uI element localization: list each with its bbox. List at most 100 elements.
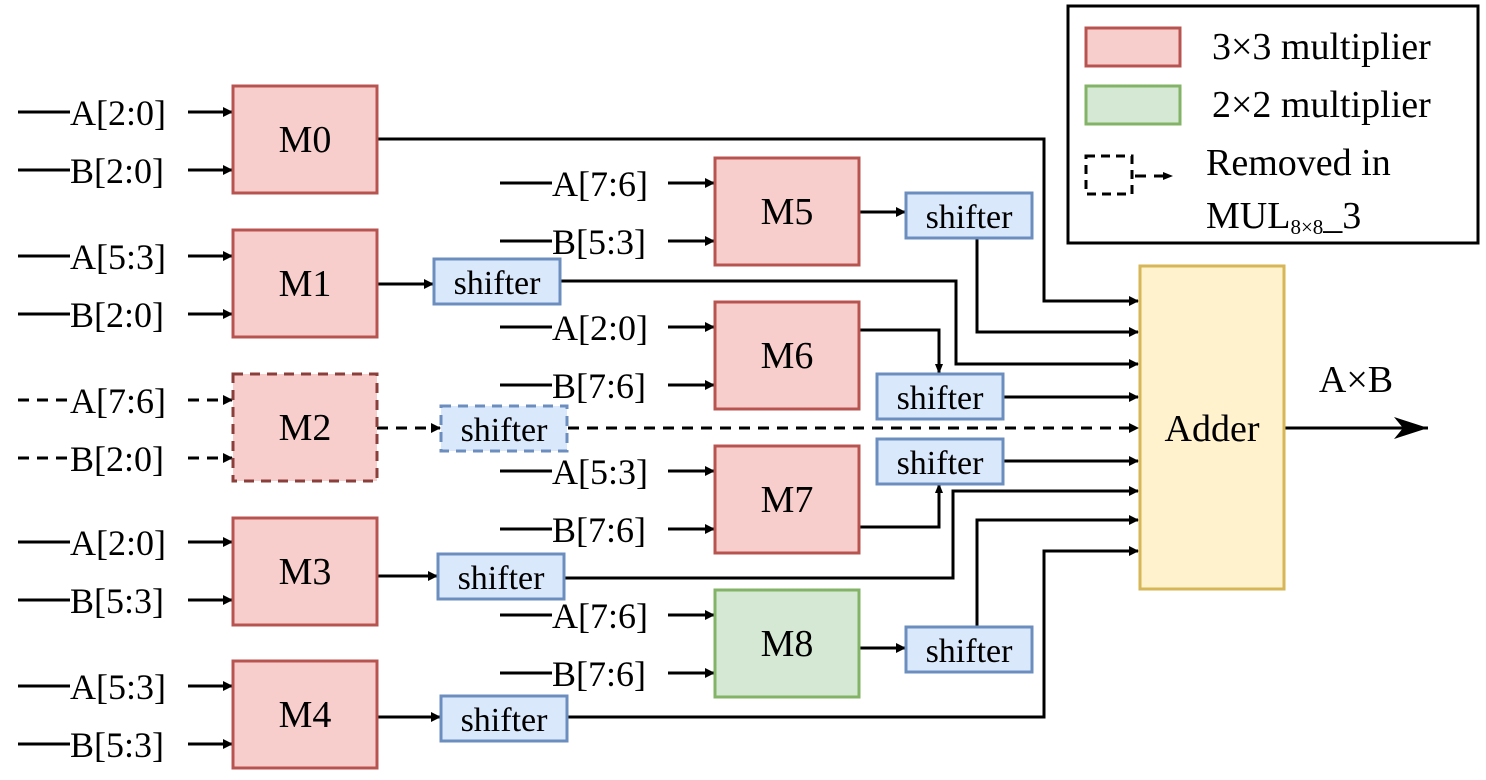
m3-input-b-label: B[5:3]	[70, 581, 164, 621]
legend-removed-subscript: 8×8	[1290, 215, 1323, 239]
legend-mul2-label: 2×2 multiplier	[1212, 84, 1431, 126]
shifter-m8: shifter	[904, 625, 1034, 674]
m1-input-b-label: B[2:0]	[70, 295, 164, 335]
m6-input-a-label: A[2:0]	[552, 308, 648, 348]
shifter-m6: shifter	[875, 372, 1005, 421]
multiplier-m3-label: M3	[279, 551, 332, 593]
multiplier-m7-box	[713, 444, 861, 555]
shifter-m6-box	[875, 372, 1005, 421]
m4-input-a-label: A[5:3]	[70, 667, 166, 707]
m0-to-adder-wire	[377, 137, 1139, 306]
m0-input-b-label: B[2:0]	[70, 151, 164, 191]
shifter-m1-label: shifter	[454, 265, 542, 302]
m1-input-a-label: A[5:3]	[70, 237, 166, 277]
m4-shifter-to-adder-wire	[568, 546, 1139, 719]
shifter-m1: shifter	[432, 257, 562, 306]
multiplier-m8: M8	[713, 588, 861, 699]
multiplier-m6: M6	[713, 300, 861, 411]
legend-removed-swatch	[1084, 154, 1134, 196]
m5-shifter-to-adder-wire	[975, 239, 1139, 337]
legend: 3×3 multiplier 2×2 multiplier Removed in…	[1066, 4, 1480, 245]
m1-shifter-to-adder-wire	[561, 279, 1139, 369]
multiplier-m6-box	[713, 300, 861, 411]
shifter-m4: shifter	[439, 694, 569, 743]
multiplier-m4-box	[231, 659, 379, 770]
m4-input-b-label: B[5:3]	[70, 725, 164, 765]
multiplier-blocks: M0 M1 M2 M3 M4 M5 M6 M7	[231, 84, 861, 770]
legend-removed-tail: _3	[1322, 195, 1361, 237]
m7-to-shifter-arrow	[860, 483, 943, 529]
shifter-m4-box	[439, 694, 569, 743]
shifter-m2-removed: shifter	[439, 404, 569, 453]
multiplier-m1: M1	[231, 228, 379, 339]
shifter-m5-label: shifter	[926, 199, 1014, 236]
m8-shifter-to-adder-wire	[975, 515, 1139, 628]
multiplier-m1-label: M1	[279, 263, 332, 305]
shifter-m3-box	[436, 552, 566, 601]
multiplier-m5-box	[713, 156, 861, 267]
multiplier-m4-label: M4	[279, 694, 332, 736]
multiplier-m2-removed: M2	[231, 372, 379, 483]
multiplier-m5: M5	[713, 156, 861, 267]
routing-wires	[377, 137, 1428, 722]
shifter-m1-box	[432, 257, 562, 306]
adder: Adder	[1138, 264, 1286, 591]
m7-input-b-label: B[7:6]	[552, 510, 646, 550]
m0-input-a-label: A[2:0]	[70, 93, 166, 133]
multiplier-m8-box	[713, 588, 861, 699]
m6-to-shifter-arrow	[860, 328, 943, 374]
multiplier-m3-box	[231, 516, 379, 627]
left-column-inputs	[18, 107, 233, 749]
middle-column-input-labels: A[7:6] B[5:3] A[2:0] B[7:6] A[5:3] B[7:6…	[552, 164, 648, 694]
left-column-input-labels: A[2:0] B[2:0] A[5:3] B[2:0] A[7:6] B[2:0…	[70, 93, 166, 765]
legend-mul2-swatch	[1084, 84, 1182, 126]
shifter-m7-label: shifter	[897, 445, 985, 482]
multiplier-m7-label: M7	[761, 479, 814, 521]
shifter-m2-label: shifter	[461, 412, 549, 449]
shifter-m3: shifter	[436, 552, 566, 601]
shifter-m4-label: shifter	[461, 702, 549, 739]
shifter-m8-label: shifter	[926, 633, 1014, 670]
multiplier-m6-label: M6	[761, 335, 814, 377]
m3-input-a-label: A[2:0]	[70, 523, 166, 563]
legend-removed-line2: MUL8×8_3	[1206, 195, 1361, 239]
shifter-m7: shifter	[875, 437, 1005, 486]
shifter-m5: shifter	[904, 191, 1034, 240]
multiplier-m2-label: M2	[279, 407, 332, 449]
shifter-m6-label: shifter	[897, 380, 985, 417]
m5-input-b-label: B[5:3]	[552, 222, 646, 262]
shifter-m2-box	[439, 404, 569, 453]
multiplier-m1-box	[231, 228, 379, 339]
m7-input-a-label: A[5:3]	[552, 452, 648, 492]
m6-input-b-label: B[7:6]	[552, 366, 646, 406]
multiplier-m7: M7	[713, 444, 861, 555]
multiplier-m0-label: M0	[279, 119, 332, 161]
multiplier-m4: M4	[231, 659, 379, 770]
middle-column-inputs	[500, 178, 715, 678]
multiplier-m2-box	[231, 372, 379, 483]
multiplier-m0: M0	[231, 84, 379, 195]
multiplier-m8-label: M8	[761, 623, 814, 665]
adder-box	[1138, 264, 1286, 591]
shifter-m5-box	[904, 191, 1034, 240]
m5-input-a-label: A[7:6]	[552, 164, 648, 204]
m8-input-b-label: B[7:6]	[552, 654, 646, 694]
output-label: A×B	[1319, 359, 1393, 401]
legend-removed-main: MUL	[1206, 195, 1290, 237]
shifter-m8-box	[904, 625, 1034, 674]
m2-input-b-label: B[2:0]	[70, 439, 164, 479]
multiplier-m3: M3	[231, 516, 379, 627]
m2-input-a-label: A[7:6]	[70, 381, 166, 421]
shifter-m7-box	[875, 437, 1005, 486]
shifter-blocks: shifter shifter shifter shifter shifter …	[432, 191, 1034, 743]
multiplier-m5-label: M5	[761, 191, 814, 233]
m3-shifter-to-adder-wire	[565, 486, 1139, 580]
legend-mul3-swatch	[1084, 26, 1182, 68]
m8-input-a-label: A[7:6]	[552, 596, 648, 636]
multiplier-m0-box	[231, 84, 379, 195]
adder-label: Adder	[1165, 408, 1260, 450]
legend-removed-line1: Removed in	[1206, 142, 1391, 184]
shifter-m3-label: shifter	[458, 560, 546, 597]
legend-mul3-label: 3×3 multiplier	[1212, 26, 1431, 68]
